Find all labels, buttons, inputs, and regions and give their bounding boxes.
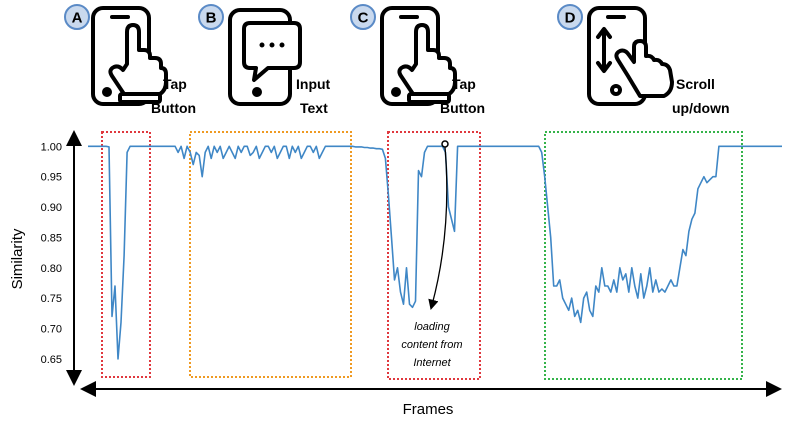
- label-d-line2: up/down: [672, 100, 730, 116]
- y-tick-labels: 1.00 0.95 0.90 0.85 0.80 0.75 0.70 0.65: [41, 141, 62, 366]
- y-tick-label: 0.75: [41, 293, 62, 305]
- label-a-line2: Button: [151, 100, 196, 116]
- annotation-line2: content from: [401, 339, 462, 351]
- label-c-line1: Tap: [452, 76, 476, 92]
- label-b-line1: Input: [296, 76, 331, 92]
- label-b-line2: Text: [300, 100, 328, 116]
- annotation-line1: loading: [414, 321, 450, 333]
- badge-c: [350, 4, 376, 30]
- y-tick-label: 0.90: [41, 202, 62, 214]
- segment-box-c: [387, 131, 481, 380]
- similarity-series-line: [88, 145, 782, 360]
- panel-a: A Tap Button: [64, 4, 196, 116]
- y-tick-label: 0.85: [41, 232, 62, 244]
- segment-box-d: [544, 131, 743, 380]
- phone-tap-icon: [91, 6, 168, 106]
- badge-b: [198, 4, 224, 30]
- phone-scroll-icon: [587, 6, 674, 106]
- label-c-line2: Button: [440, 100, 485, 116]
- badge-a-letter: A: [72, 10, 83, 27]
- badge-d: [557, 4, 583, 30]
- phone-tap-icon: [380, 6, 457, 106]
- badge-d-letter: D: [565, 10, 576, 27]
- badge-b-letter: B: [206, 10, 217, 27]
- panel-c: C Tap Button: [350, 4, 485, 116]
- label-d-line1: Scroll: [676, 76, 715, 92]
- panel-d: D Scroll up/down: [557, 4, 730, 116]
- y-axis-label: Similarity: [9, 228, 26, 289]
- annotation-line3: Internet: [413, 357, 451, 369]
- y-tick-label: 0.95: [41, 172, 62, 184]
- y-tick-label: 0.65: [41, 354, 62, 366]
- annotation-arrow: [428, 146, 448, 311]
- annotation-point: [441, 140, 449, 148]
- segment-box-a: [101, 131, 151, 378]
- segment-box-b: [189, 131, 352, 378]
- phone-chat-icon: [228, 8, 302, 106]
- badge-c-letter: C: [358, 10, 369, 27]
- y-tick-label: 0.80: [41, 263, 62, 275]
- panel-b: B Input Text: [198, 4, 331, 116]
- y-tick-label: 1.00: [41, 141, 62, 153]
- badge-a: [64, 4, 90, 30]
- label-a-line1: Tap: [163, 76, 187, 92]
- x-axis-label: Frames: [403, 401, 454, 418]
- y-tick-label: 0.70: [41, 324, 62, 336]
